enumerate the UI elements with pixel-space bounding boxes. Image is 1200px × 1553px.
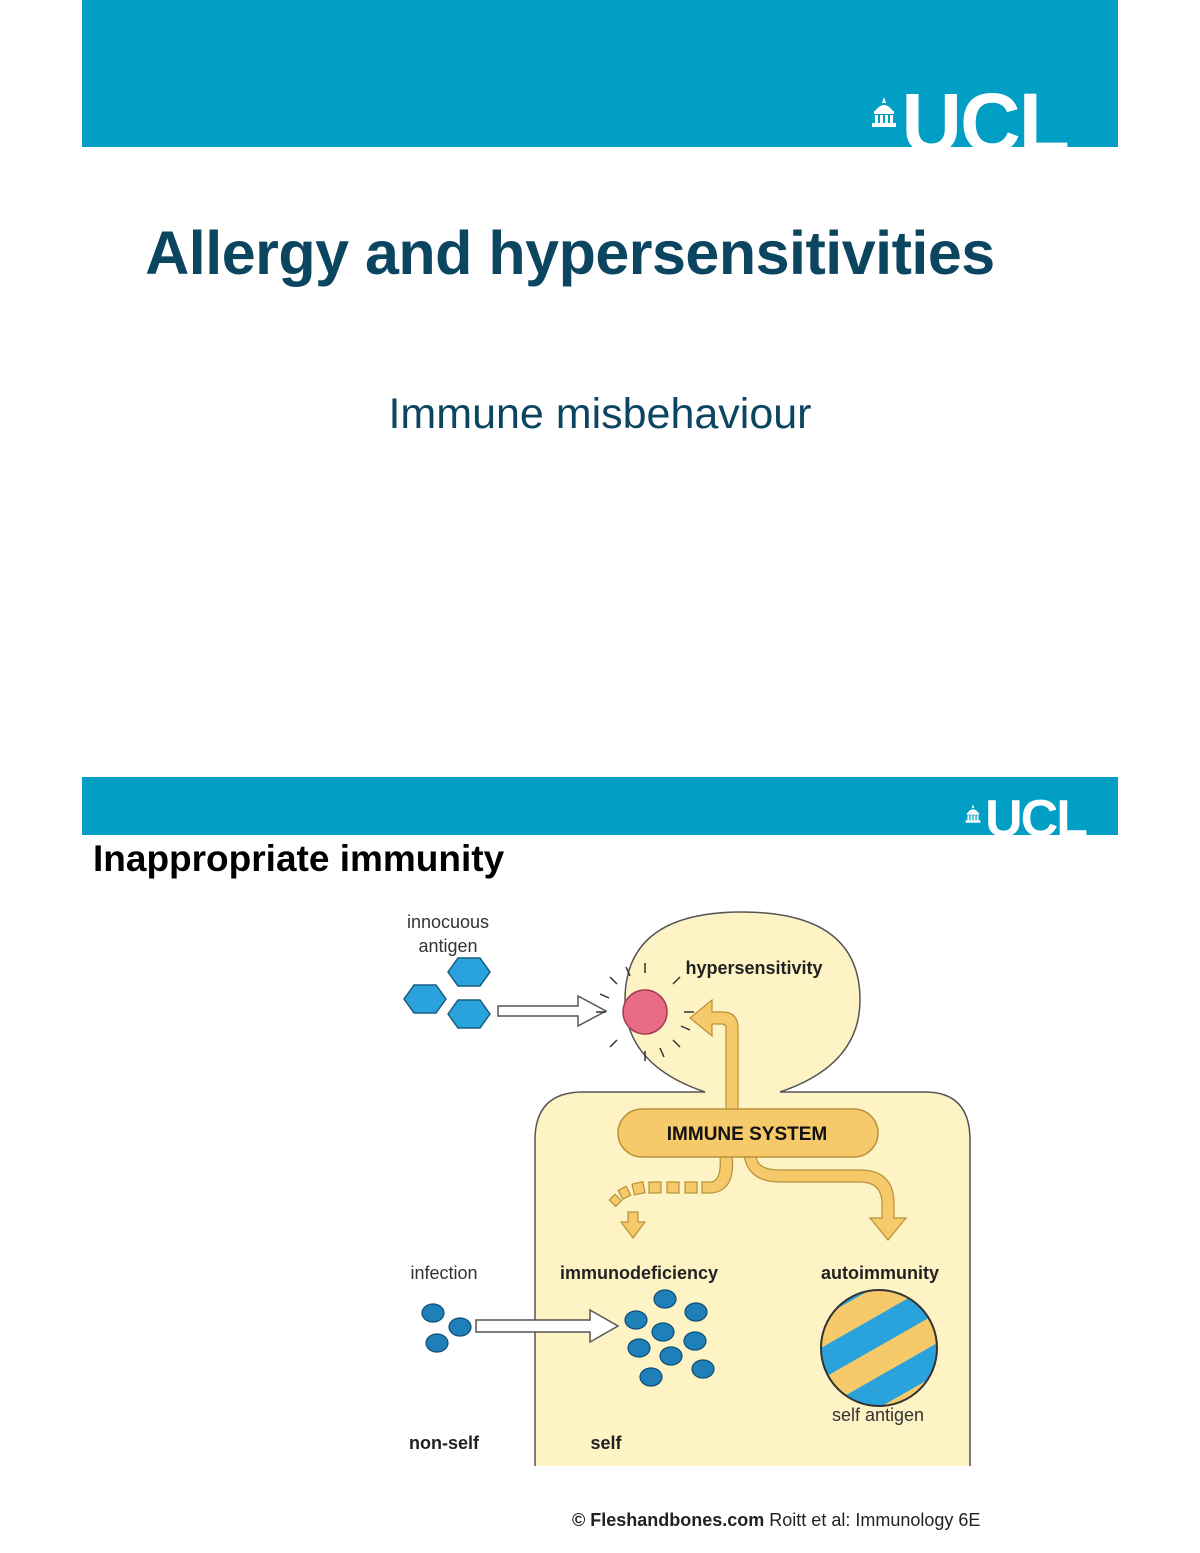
autoimmunity-arrow: [743, 1154, 908, 1241]
slide-heading: Inappropriate immunity: [93, 838, 505, 879]
antigen-arrow: [497, 994, 608, 1028]
autoimmunity-label: autoimmunity: [821, 1263, 939, 1283]
innocuous-label-line1: innocuous: [407, 912, 489, 932]
immunodeficiency-label: immunodeficiency: [560, 1263, 718, 1283]
page-subtitle: Immune misbehaviour: [388, 390, 812, 438]
portico-icon: [965, 804, 981, 823]
pathogen-cluster: [624, 1289, 715, 1387]
hypersensitivity-arrow: [689, 998, 739, 1113]
immunodeficiency-dashed-arrow: [608, 1154, 734, 1239]
portico-icon: [872, 97, 897, 127]
ucl-logo-2: UCL: [965, 790, 1088, 835]
innocuous-antigen-hexagons: [403, 957, 491, 1029]
image-credit: © Fleshandbones.com Roitt et al: Immunol…: [572, 1510, 980, 1531]
immunity-diagram: IMMUNE SYSTEM innocuous antigen hypersen…: [403, 911, 971, 1466]
infection-arrow: [475, 1308, 620, 1344]
infection-particles: [421, 1303, 472, 1353]
credit-source: Roitt et al: Immunology 6E: [764, 1510, 981, 1530]
innocuous-label-line2: antigen: [418, 936, 477, 956]
immune-system-label: IMMUNE SYSTEM: [667, 1124, 827, 1145]
credit-brand: © Fleshandbones.com: [572, 1510, 765, 1530]
reaction-rays: [596, 963, 694, 1061]
header-banner: UCL: [82, 0, 1118, 147]
self-label: self: [590, 1433, 622, 1453]
logo-text: UCL: [901, 76, 1070, 147]
logo-text: UCL: [985, 790, 1088, 835]
non-self-label: non-self: [409, 1433, 480, 1453]
infection-label: infection: [410, 1263, 477, 1283]
immune-system-box: [617, 1108, 879, 1158]
self-antigen-label: self antigen: [832, 1405, 924, 1425]
reacting-cell: [622, 989, 668, 1035]
header-banner-2: UCL: [82, 777, 1118, 835]
hypersensitivity-label: hypersensitivity: [685, 958, 822, 978]
ucl-logo: UCL: [871, 76, 1070, 147]
page-title: Allergy and hypersensitivities: [145, 219, 995, 287]
